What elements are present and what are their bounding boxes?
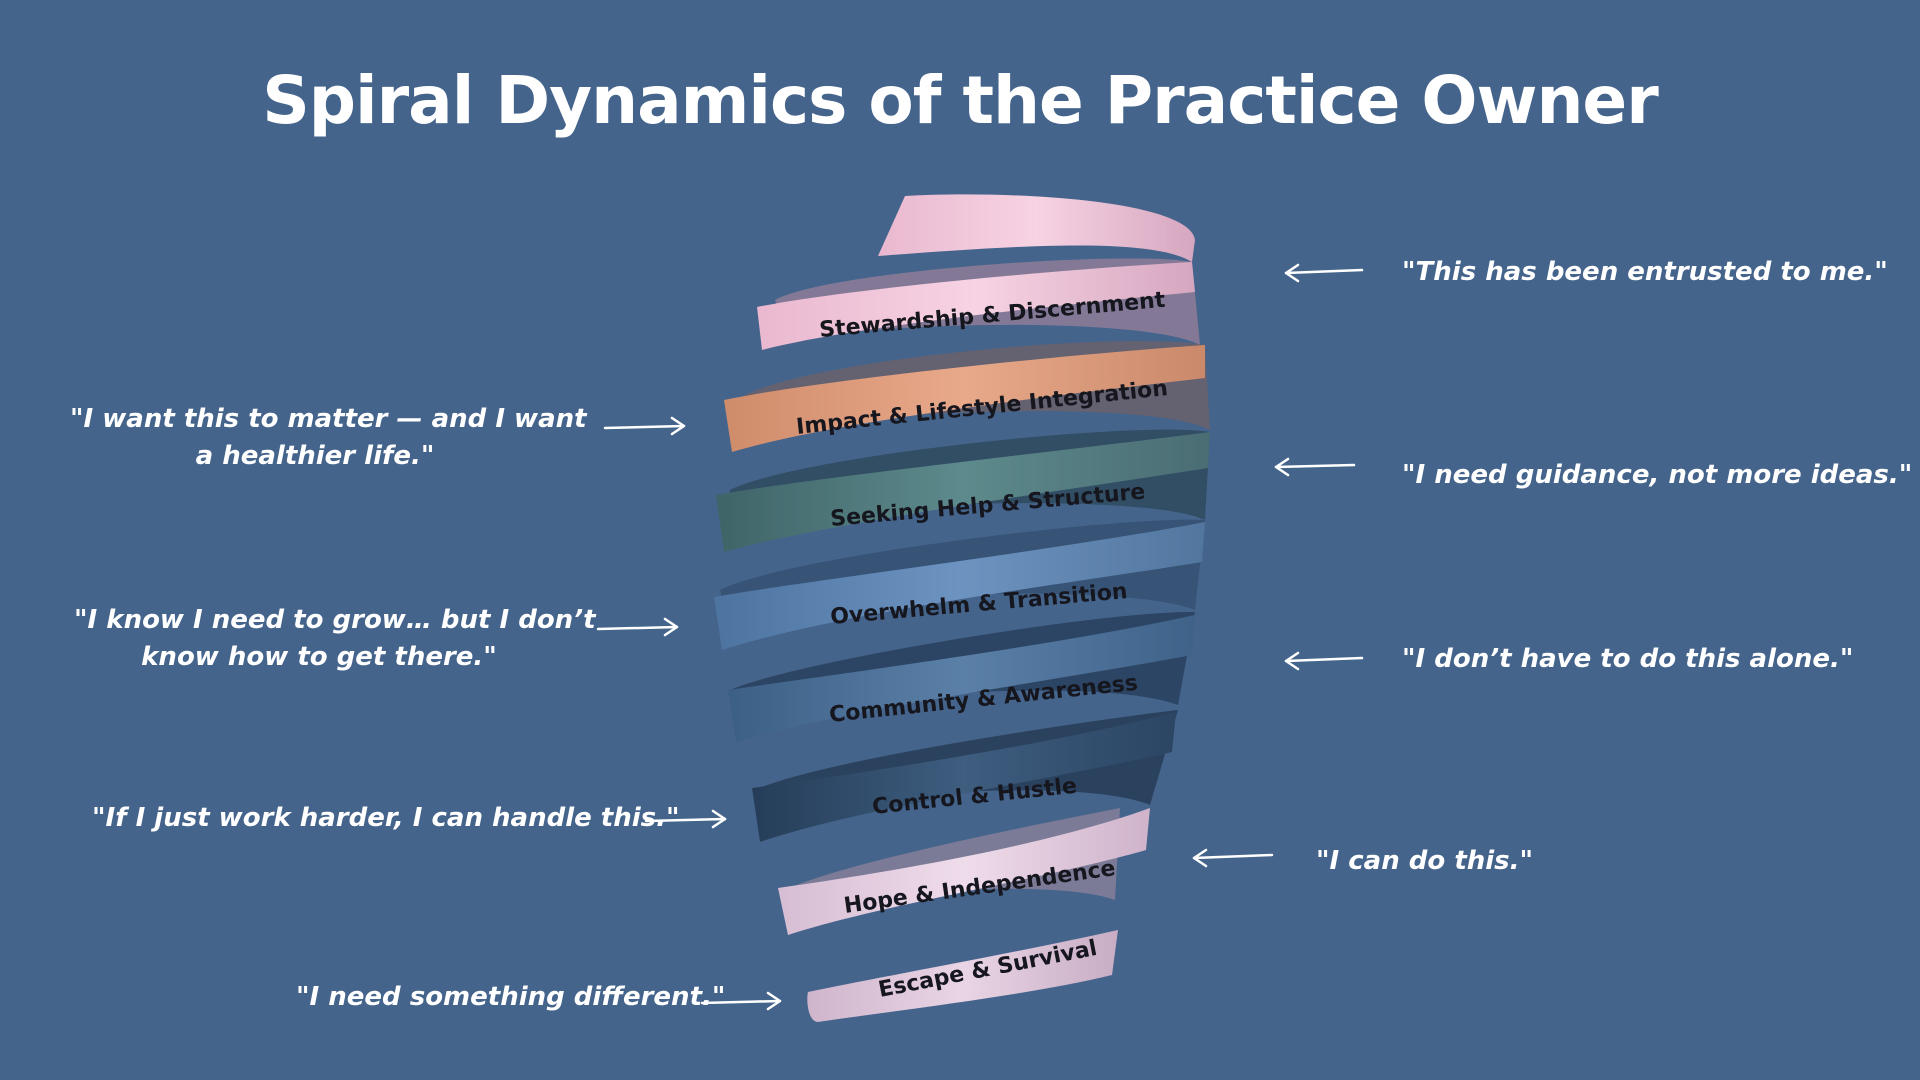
band-overwhelm <box>714 522 1205 650</box>
band-escape <box>807 930 1118 1022</box>
quote-overwhelm: "I know I need to grow… but I don’t know… <box>74 602 596 676</box>
spiral-top-curl <box>878 194 1195 262</box>
page-title: Spiral Dynamics of the Practice Owner <box>262 62 1659 139</box>
quote-impact-line2: a healthier life." <box>195 441 435 471</box>
quote-community: "I don’t have to do this alone." <box>1402 644 1854 674</box>
band-stewardship <box>757 262 1195 350</box>
quote-stewardship: "This has been entrusted to me." <box>1402 257 1888 287</box>
quote-escape: "I need something different." <box>296 982 726 1012</box>
quote-overwhelm-line1: "I know I need to grow… but I don’t <box>74 605 596 635</box>
quote-seeking: "I need guidance, not more ideas." <box>1402 460 1913 490</box>
quote-hope: "I can do this." <box>1316 846 1534 876</box>
band-community <box>728 615 1195 742</box>
quote-control: "If I just work harder, I can handle thi… <box>92 803 680 833</box>
band-seeking <box>716 432 1210 552</box>
band-impact <box>724 345 1205 452</box>
quote-impact: "I want this to matter — and I want a he… <box>70 401 587 475</box>
band-hope <box>778 808 1150 935</box>
quote-impact-line1: "I want this to matter — and I want <box>70 404 587 434</box>
quote-overwhelm-line2: know how to get there." <box>141 642 497 672</box>
band-control <box>752 712 1176 842</box>
